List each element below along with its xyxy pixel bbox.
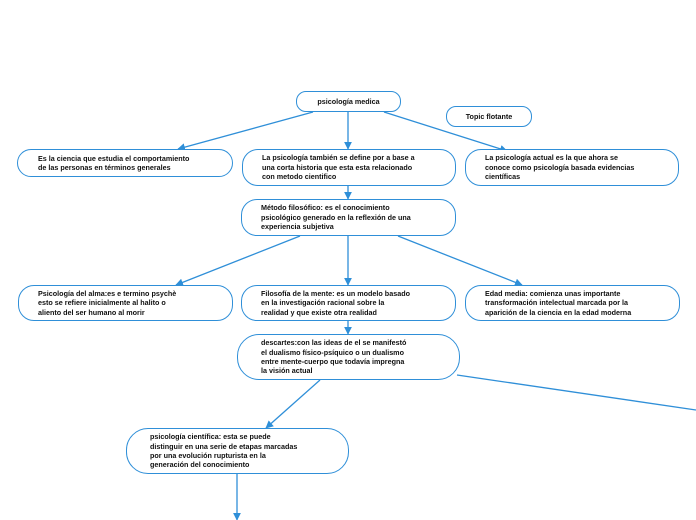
node-descartes-label: descartes:con las ideas de el se manifes… (261, 338, 407, 376)
edge-root-to-science (177, 111, 314, 151)
node-floating-topic[interactable]: Topic flotante (446, 106, 532, 127)
node-scientific-psychology-label: psicología científica: esta se puede dis… (150, 432, 298, 470)
connector-lines (175, 111, 696, 520)
node-root-label: psicología medica (317, 96, 380, 106)
node-root[interactable]: psicología medica (296, 91, 401, 112)
node-definition-current[interactable]: La psicología actual es la que ahora se … (465, 149, 679, 186)
node-definition-current-label: La psicología actual es la que ahora se … (485, 153, 635, 182)
node-descartes[interactable]: descartes:con las ideas de el se manifes… (237, 334, 460, 380)
node-soul-psychology-label: Psicología del alma:es e termino psychè … (38, 288, 177, 317)
node-floating-topic-label: Topic flotante (465, 111, 513, 121)
node-middle-ages-label: Edad media: comienza unas importante tra… (485, 288, 632, 317)
node-philosophical-method-label: Método filosófico: es el conocimiento ps… (261, 203, 411, 232)
node-philosophical-method[interactable]: Método filosófico: es el conocimiento ps… (241, 199, 456, 236)
node-philosophy-of-mind[interactable]: Filosofía de la mente: es un modelo basa… (241, 285, 456, 321)
edge-philosophical-to-middle-ages (397, 235, 523, 287)
edge-root-to-current-definition (383, 111, 508, 153)
node-scientific-psychology[interactable]: psicología científica: esta se puede dis… (126, 428, 349, 474)
edge-philosophical-to-soul (175, 235, 301, 287)
node-definition-method-label: La psicología también se define por a ba… (262, 153, 415, 182)
edge-descartes-offscreen (456, 374, 696, 411)
node-soul-psychology[interactable]: Psicología del alma:es e termino psychè … (18, 285, 233, 321)
node-definition-science[interactable]: Es la ciencia que estudia el comportamie… (17, 149, 233, 177)
node-definition-science-label: Es la ciencia que estudia el comportamie… (38, 153, 190, 172)
edge-descartes-to-scientific (265, 379, 321, 429)
node-philosophy-of-mind-label: Filosofía de la mente: es un modelo basa… (261, 288, 410, 317)
node-definition-method[interactable]: La psicología también se define por a ba… (242, 149, 456, 186)
node-middle-ages[interactable]: Edad media: comienza unas importante tra… (465, 285, 680, 321)
